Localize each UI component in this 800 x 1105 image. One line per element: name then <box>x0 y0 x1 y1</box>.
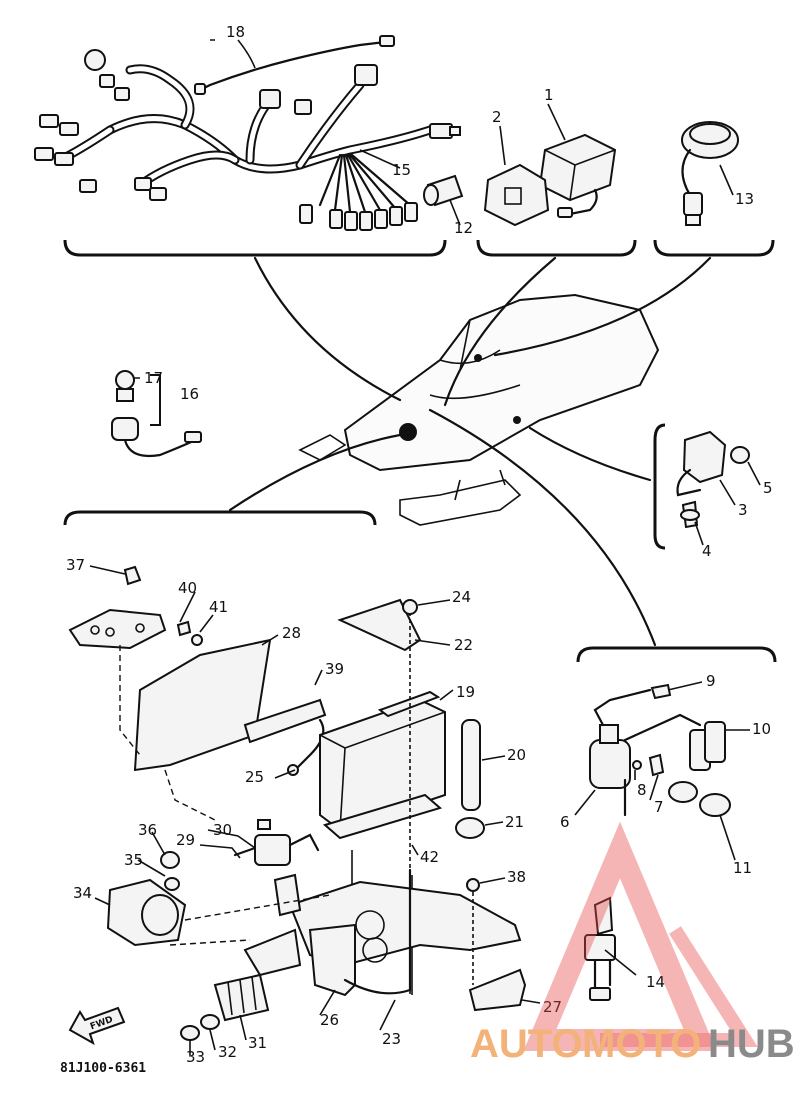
callout-36: 36 <box>138 821 157 839</box>
toggle-switch <box>584 896 616 1001</box>
drawing-code: 81J100-6361 <box>60 1061 146 1076</box>
callout-38: 38 <box>507 868 526 886</box>
battery-base-plate <box>288 868 527 1012</box>
lead-wire <box>194 35 395 95</box>
callout-42: 42 <box>420 848 439 866</box>
watermark-hub: HUB <box>708 1022 795 1066</box>
callout-40: 40 <box>178 579 197 597</box>
callout-35: 35 <box>124 851 143 869</box>
callout-1: 1 <box>544 86 554 104</box>
callout-41: 41 <box>209 598 228 616</box>
leader-rectifier <box>528 426 652 482</box>
callout-labels: 1 2 3 4 5 6 7 8 9 10 11 12 13 14 15 16 1… <box>66 23 773 1066</box>
leader-switch <box>493 256 712 357</box>
callout-12: 12 <box>454 219 473 237</box>
callout-27: 27 <box>543 998 562 1016</box>
callout-18: 18 <box>226 23 245 41</box>
cdi-unit <box>538 133 617 218</box>
callout-16: 16 <box>180 385 199 403</box>
group-bracket-harness <box>63 239 447 257</box>
callout-8: 8 <box>637 781 647 799</box>
callout-37: 37 <box>66 556 85 574</box>
callout-3: 3 <box>738 501 748 519</box>
callout-28: 28 <box>282 624 301 642</box>
callout-29: 29 <box>176 831 195 849</box>
callout-24: 24 <box>452 588 471 606</box>
callout-5: 5 <box>763 479 773 497</box>
callout-17: 17 <box>144 369 163 387</box>
callout-30: 30 <box>213 821 232 839</box>
group-bracket-cdi <box>476 239 637 257</box>
callout-39: 39 <box>325 660 344 678</box>
battery-bracket-assembly <box>68 565 327 821</box>
callout-4: 4 <box>702 542 712 560</box>
ignition-coil <box>589 683 731 817</box>
leader-ignition-coil <box>428 408 657 647</box>
callout-9: 9 <box>706 672 716 690</box>
group-bracket-main-switch <box>653 239 775 257</box>
callout-25: 25 <box>245 768 264 786</box>
starter-relay <box>233 819 320 977</box>
callout-2: 2 <box>492 108 502 126</box>
callout-6: 6 <box>560 813 570 831</box>
cap-part <box>423 174 464 207</box>
rectifier <box>676 430 750 529</box>
fwd-arrow-icon: FWD <box>68 1006 126 1046</box>
group-bracket-rectifier <box>653 423 666 550</box>
group-bracket-battery <box>63 510 377 526</box>
callout-26: 26 <box>320 1011 339 1029</box>
callout-22: 22 <box>454 636 473 654</box>
watermark-auto: AUTO <box>470 1022 583 1066</box>
starter-solenoid <box>106 851 331 947</box>
watermark-moto: MOTO <box>582 1022 701 1066</box>
callout-7: 7 <box>654 798 664 816</box>
callout-19: 19 <box>456 683 475 701</box>
callout-15: 15 <box>392 161 411 179</box>
callout-33: 33 <box>186 1048 205 1066</box>
terminal-cover <box>180 973 270 1041</box>
callout-10: 10 <box>752 720 771 738</box>
automotohub-logo <box>523 821 758 1051</box>
group-bracket-ignition-coil <box>576 646 777 663</box>
callout-20: 20 <box>507 746 526 764</box>
callout-11: 11 <box>733 859 752 877</box>
wire-harness <box>34 49 461 231</box>
callout-34: 34 <box>73 884 92 902</box>
leader-cdi <box>443 256 557 407</box>
leader-battery <box>228 433 402 512</box>
cdi-bracket <box>483 163 550 227</box>
bulb-socket <box>111 370 202 458</box>
callout-23: 23 <box>382 1030 401 1048</box>
snowmobile-outline <box>298 293 660 526</box>
callout-14: 14 <box>646 973 665 991</box>
callout-32: 32 <box>218 1043 237 1061</box>
callout-21: 21 <box>505 813 524 831</box>
battery <box>319 598 485 995</box>
main-switch <box>681 121 739 226</box>
callout-13: 13 <box>735 190 754 208</box>
callout-31: 31 <box>248 1034 267 1052</box>
leader-harness <box>253 256 402 402</box>
